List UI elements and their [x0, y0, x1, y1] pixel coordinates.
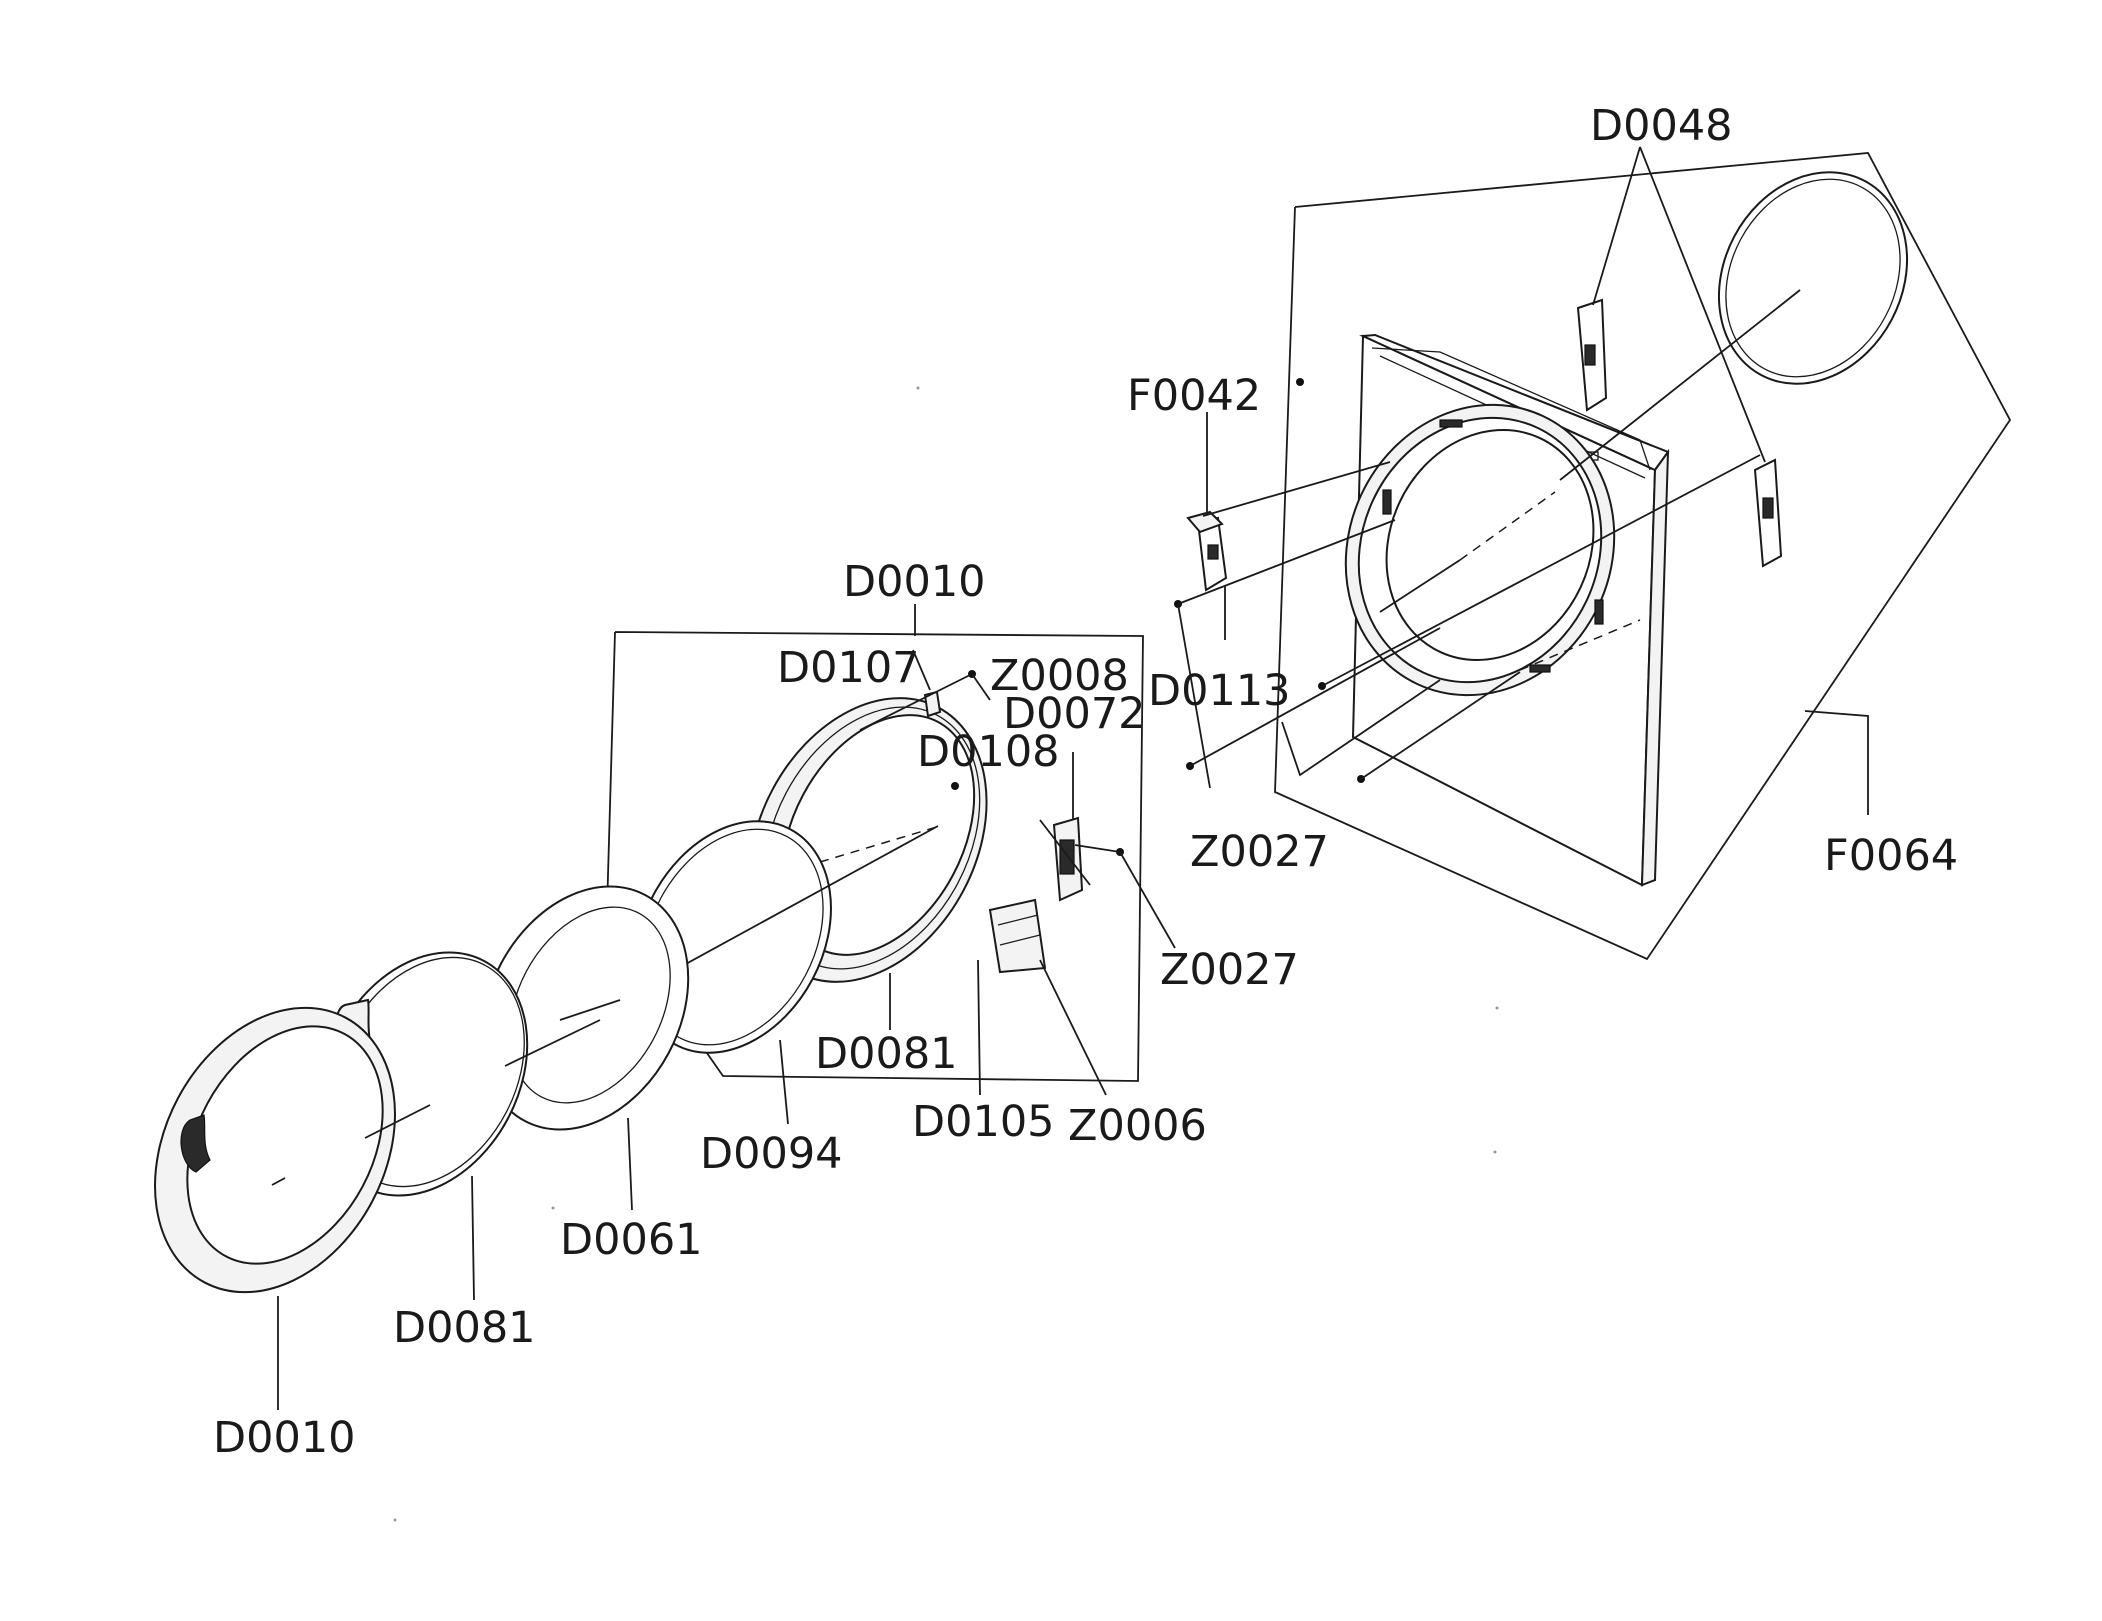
lock-bracket-hole	[1207, 544, 1219, 560]
label-f0064: F0064	[1824, 831, 1958, 881]
z0027-top-leader	[1177, 603, 1211, 789]
d0107-leader	[912, 649, 931, 691]
door-inner-assembly	[606, 604, 1176, 1125]
assembly-line-4	[1189, 627, 1441, 767]
mid-line-latch	[1074, 844, 1121, 853]
hinge-plate-lower-slot	[1762, 497, 1774, 519]
screw-d0108	[951, 782, 959, 790]
hinge-plate-upper-slot	[1584, 344, 1596, 366]
hinge-d0105-rib-1	[997, 914, 1039, 926]
label-z0027-top: Z0027	[1190, 827, 1329, 877]
label-d0061: D0061	[560, 1215, 703, 1265]
panel-door-opening-inner	[1385, 429, 1595, 661]
latch-d0072-detail	[1059, 839, 1075, 875]
label-d0105: D0105	[912, 1097, 1055, 1147]
hinge-d0105	[988, 898, 1047, 974]
door-trim-ring-d0061	[480, 885, 690, 1131]
d0048-leader-b	[1639, 146, 1766, 463]
outer-axis-4	[271, 1177, 286, 1186]
f0064-group-outline	[1274, 152, 2012, 961]
d0105-leader	[977, 959, 981, 1096]
z0027-mid-leader	[1119, 851, 1176, 949]
outer-axis-2	[504, 1019, 601, 1067]
label-d0107: D0107	[777, 643, 920, 693]
label-z0008: Z0008	[990, 651, 1129, 701]
lock-clip	[1186, 510, 1224, 534]
label-d0094: D0094	[700, 1129, 843, 1179]
outer-axis-1	[559, 999, 621, 1021]
front-panel-rim-detail	[1371, 347, 1651, 471]
d0048-leader-a	[1592, 146, 1641, 306]
d0010-group-box	[606, 631, 1144, 1082]
assembly-line-1	[1202, 461, 1391, 517]
speck-1	[916, 386, 920, 390]
d0061-leader	[627, 1117, 633, 1211]
label-d0108: D0108	[917, 727, 1060, 777]
outer-axis-3	[364, 1104, 431, 1139]
mid-axis-dash	[819, 825, 941, 863]
speck-2	[1495, 1006, 1499, 1010]
speck-5	[393, 1518, 397, 1522]
ring-notch-3	[1529, 664, 1551, 673]
z0006-leader	[1039, 959, 1107, 1096]
label-d0081-outer: D0081	[393, 1303, 536, 1353]
z0027-top-leader-b	[1281, 679, 1441, 777]
f0064-leader	[1804, 710, 1869, 815]
lower-dash	[1519, 619, 1641, 671]
label-f0042: F0042	[1127, 371, 1261, 421]
speck-4	[1493, 1150, 1497, 1154]
label-d0072: D0072	[1003, 689, 1146, 739]
door-glass-gasket-inner	[642, 828, 824, 1046]
door-trim-ring-d0061-inner	[509, 906, 671, 1104]
door-seal-ring-inner	[1725, 178, 1901, 378]
screw-1	[1296, 378, 1304, 386]
outer-door-handle	[180, 1114, 211, 1173]
speck-3	[551, 1206, 555, 1210]
label-d0048: D0048	[1590, 101, 1733, 151]
label-d0010-group: D0010	[843, 557, 986, 607]
assembly-line-5	[1360, 671, 1521, 780]
label-d0113: D0113	[1148, 666, 1291, 716]
front-panel-assembly	[1174, 146, 2012, 961]
hinge-d0105-rib-2	[999, 934, 1041, 946]
center-axis-dash	[1459, 491, 1556, 561]
label-z0006: Z0006	[1068, 1101, 1207, 1151]
assembly-line-2	[1177, 519, 1396, 605]
door-outer-parts	[154, 885, 690, 1410]
mid-line-hinge	[1039, 819, 1091, 886]
callout-labels: D0048 F0042 D0113 Z0027 F0064 D0010 D010…	[213, 101, 1958, 1463]
z0008-leader	[971, 673, 991, 701]
mid-line-z0008	[859, 673, 973, 731]
label-d0010-door: D0010	[213, 1413, 356, 1463]
assembly-line-3	[1321, 454, 1761, 687]
front-panel-side-edge	[1640, 448, 1670, 887]
d0094-leader	[779, 1039, 789, 1125]
d0081-outer-leader	[471, 1175, 475, 1301]
label-d0081-inner: D0081	[815, 1029, 958, 1079]
outer-door-d0010-inner	[186, 1025, 384, 1265]
ring-notch-4	[1439, 419, 1463, 428]
ring-notch-1	[1382, 489, 1392, 515]
ring-notch-2	[1594, 599, 1604, 625]
door-seal-ring	[1717, 171, 1909, 385]
center-axis	[1379, 559, 1461, 613]
assembly-line-6	[1559, 289, 1801, 481]
label-z0027-mid: Z0027	[1160, 945, 1299, 995]
